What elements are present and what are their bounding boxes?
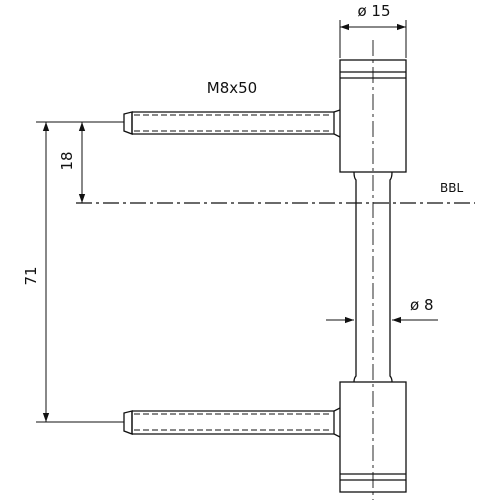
top-diameter-label: ø 15 xyxy=(357,2,390,20)
offset-dimension xyxy=(36,121,124,203)
pin-diameter-label: ø 8 xyxy=(410,296,434,314)
spacing-dimension xyxy=(36,122,124,423)
lower-threaded-screw xyxy=(123,407,341,438)
top-diameter-dimension xyxy=(339,20,407,58)
spacing-label: 71 xyxy=(22,266,40,285)
connecting-pin xyxy=(353,171,393,383)
bbl-label: BBL xyxy=(440,181,463,195)
offset-label: 18 xyxy=(58,151,76,170)
upper-threaded-screw xyxy=(123,109,341,138)
thread-size-label: M8x50 xyxy=(207,79,257,97)
